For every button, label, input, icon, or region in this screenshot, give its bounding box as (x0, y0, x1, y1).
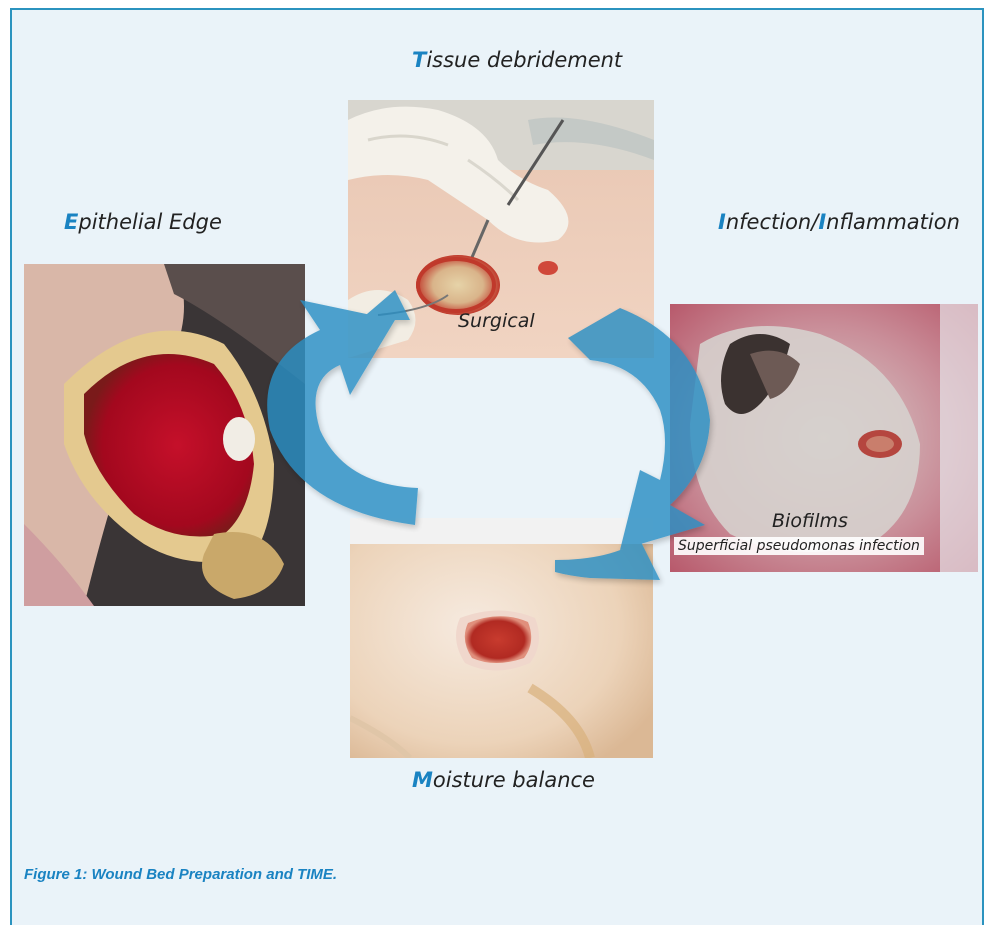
label-infection-inflammation: Infection/Inflammation (718, 210, 960, 234)
label-rest: oisture balance (433, 768, 595, 792)
caption-biofilms: Biofilms (772, 510, 848, 532)
figure-caption: Figure 1: Wound Bed Preparation and TIME… (24, 866, 337, 883)
label-initial-2: I (818, 210, 826, 234)
label-moisture-balance: Moisture balance (412, 768, 595, 792)
label-mid: nfection/ (726, 210, 818, 234)
label-initial: I (718, 210, 726, 234)
label-rest: nflammation (826, 210, 960, 234)
epithelial-edge-photo (24, 264, 305, 606)
moisture-balance-photo (350, 518, 653, 758)
caption-biofilms-sub: Superficial pseudomonas infection (674, 537, 924, 555)
label-epithelial-edge: Epithelial Edge (64, 210, 222, 234)
label-tissue-debridement: Tissue debridement (412, 48, 622, 72)
caption-surgical: Surgical (458, 310, 535, 332)
label-rest: issue debridement (426, 48, 622, 72)
label-rest: pithelial Edge (78, 210, 222, 234)
label-initial: E (64, 210, 78, 234)
label-initial: M (412, 768, 433, 792)
label-initial: T (412, 48, 426, 72)
